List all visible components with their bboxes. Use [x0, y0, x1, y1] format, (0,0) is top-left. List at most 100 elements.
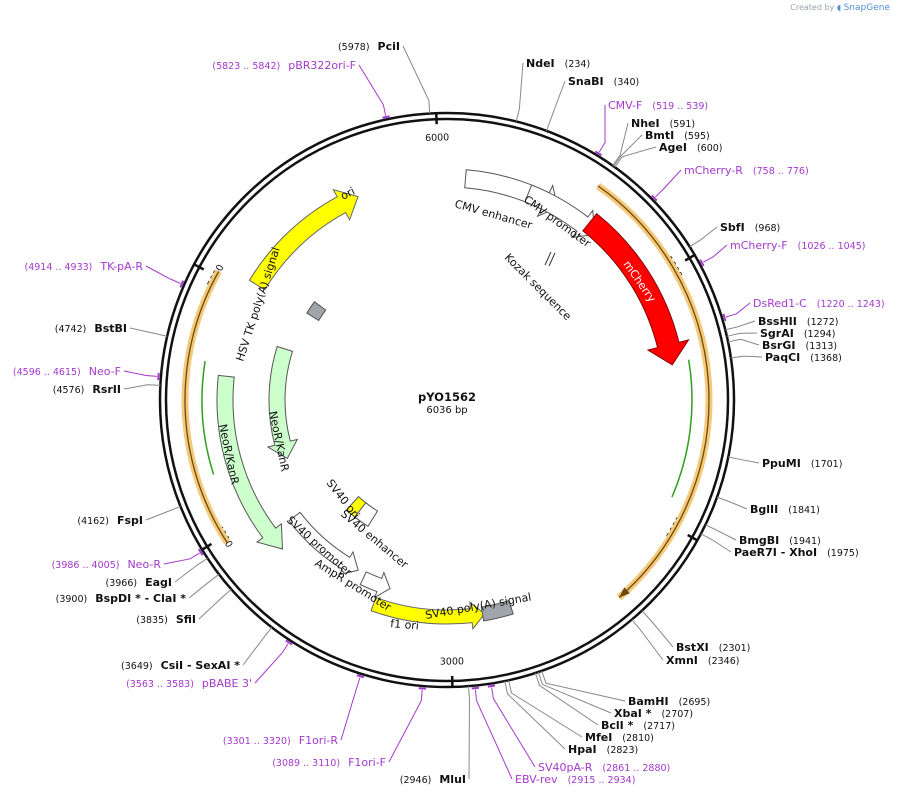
- primer-mcherry-r[interactable]: mCherry-R(758 .. 776): [684, 164, 809, 177]
- site-pcii[interactable]: PciI (5978): [338, 40, 400, 53]
- site-leader-csii: [243, 627, 272, 665]
- site-rsrii[interactable]: RsrII(4576): [53, 383, 121, 396]
- plasmid-center-label: pYO1562 6036 bp: [418, 390, 476, 416]
- primer-ebv-rev[interactable]: EBV-rev(2915 .. 2934): [515, 773, 635, 786]
- site-ppumi[interactable]: PpuMI(1701): [762, 457, 842, 470]
- site-snabi[interactable]: SnaBI(340): [568, 75, 639, 88]
- primer-leader-neo-r: [164, 553, 199, 564]
- site-bstxi[interactable]: BstXI (2301): [676, 641, 750, 654]
- primer-mark-sv40pa-r: [488, 685, 495, 686]
- site-pos-bmti: (595): [684, 131, 710, 142]
- site-leader-eagi: [175, 558, 208, 582]
- site-pos-sbfi: (968): [755, 223, 781, 234]
- site-name-pcii: PciI: [378, 40, 400, 53]
- primer-leader-f1ori-f: [389, 690, 422, 762]
- site-csii[interactable]: CsiI - SexAI * (3649): [121, 659, 240, 672]
- site-pos-bsrgi: (1313): [805, 341, 837, 352]
- site-paqci[interactable]: PaqCI(1368): [765, 351, 842, 364]
- site-name-csii: CsiI - SexAI *: [161, 659, 241, 672]
- primer-neo-f[interactable]: Neo-F(4596 .. 4615): [13, 365, 121, 378]
- site-sbfi[interactable]: SbfI(968): [720, 221, 780, 234]
- site-pos-csii: (3649): [121, 661, 153, 672]
- credit-brand: SnapGene: [844, 3, 890, 13]
- primer-name-f1ori-f: F1ori-F: [348, 756, 386, 769]
- site-leader-xmni: [632, 620, 663, 660]
- primer-f1ori-f[interactable]: F1ori-F(3089 .. 3110): [272, 756, 386, 769]
- snapgene-logo-icon: ◖: [837, 3, 841, 12]
- mcherry-frame-line[interactable]: [672, 360, 692, 497]
- primer-name-mcherry-r: mCherry-R: [684, 164, 743, 177]
- primer-leader-tk-pa-r: [146, 266, 180, 283]
- site-pos-hpai: (2823): [607, 745, 639, 756]
- mcherry-arrow[interactable]: [583, 214, 689, 365]
- site-bspdi[interactable]: BspDI * - ClaI *(3900): [56, 592, 187, 605]
- primer-pos-pbr322ori-f: (5823 .. 5842): [212, 61, 280, 72]
- primer-pbr322ori-f[interactable]: pBR322ori-F(5823 .. 5842): [212, 59, 356, 72]
- site-leader-bspdi: [189, 574, 219, 598]
- site-pos-paqci: (1368): [810, 353, 842, 364]
- site-ndei[interactable]: NdeI(234): [526, 57, 590, 70]
- primer-name-mcherry-f: mCherry-F: [730, 239, 788, 252]
- primer-name-pbabe3: pBABE 3': [202, 677, 252, 690]
- site-pos-sgrai: (1294): [804, 329, 836, 340]
- site-xmni[interactable]: XmnI(2346): [666, 654, 739, 667]
- site-pos-pcii: (5978): [338, 42, 370, 53]
- site-paer7i[interactable]: PaeR7I - XhoI(1975): [734, 546, 859, 559]
- site-leader-bsrgi: [728, 339, 759, 345]
- site-name-ppumi: PpuMI: [762, 457, 801, 470]
- site-pos-fspi: (4162): [77, 516, 109, 527]
- primer-pbabe3[interactable]: pBABE 3'(3563 .. 3583): [126, 677, 252, 690]
- primer-tk-pa-r[interactable]: TK-pA-R(4914 .. 4933): [25, 260, 144, 273]
- site-pos-mfei: (2810): [622, 733, 654, 744]
- primer-sv40pa-r[interactable]: SV40pA-R(2861 .. 2880): [538, 761, 670, 774]
- f1-ori-label: f1 ori: [390, 617, 420, 632]
- site-leader-bglii: [717, 497, 747, 509]
- tick-label-6000: 6000: [425, 132, 450, 144]
- primer-neo-r[interactable]: Neo-R(3986 .. 4005): [52, 558, 162, 571]
- hsv-tk-polya-box[interactable]: [307, 302, 326, 321]
- site-pos-bcli: (2717): [643, 721, 675, 732]
- site-mlui[interactable]: MluI(2946): [400, 773, 466, 786]
- site-agei[interactable]: AgeI(600): [659, 141, 723, 154]
- primer-leader-pbr322ori-f: [359, 65, 386, 116]
- primer-mcherry-f[interactable]: mCherry-F(1026 .. 1045): [730, 239, 865, 252]
- site-eagi[interactable]: EagI(3966): [106, 576, 173, 589]
- site-leader-paer7i: [701, 534, 731, 552]
- primer-cmv-f[interactable]: CMV-F(519 .. 539): [608, 99, 708, 112]
- primer-leader-ebv-rev: [475, 690, 512, 779]
- site-name-snabi: SnaBI: [568, 75, 604, 88]
- site-pos-bstbi: (4742): [55, 324, 87, 335]
- kozak-mark: [545, 252, 555, 266]
- site-sfii[interactable]: SfiI(3835): [136, 613, 196, 626]
- site-bglii[interactable]: BglII(1841): [750, 503, 820, 516]
- primer-name-dsred1-c: DsRed1-C: [753, 297, 807, 310]
- site-leader-pcii: [403, 46, 430, 114]
- primer-name-cmv-f: CMV-F: [608, 99, 642, 112]
- site-name-rsrii: RsrII: [92, 383, 121, 396]
- primer-f1ori-r[interactable]: F1ori-R(3301 .. 3320): [223, 734, 338, 747]
- site-bstbi[interactable]: BstBI(4742): [55, 322, 127, 335]
- site-leader-bmti: [614, 135, 642, 166]
- site-leader-ppumi: [728, 457, 759, 463]
- site-leader-bstxi: [642, 611, 673, 647]
- primer-name-tk-pa-r: TK-pA-R: [99, 260, 143, 273]
- primer-leader-dsred1-c: [726, 303, 750, 317]
- site-pos-bspdi: (3900): [56, 594, 88, 605]
- site-name-bstxi: BstXI: [676, 641, 709, 654]
- plasmid-name: pYO1562: [418, 390, 476, 404]
- site-pos-xmni: (2346): [708, 656, 740, 667]
- site-pos-bstxi: (2301): [719, 643, 751, 654]
- site-leader-paqci: [731, 356, 762, 358]
- primer-dsred1-c[interactable]: DsRed1-C(1220 .. 1243): [753, 297, 885, 310]
- site-hpai[interactable]: HpaI(2823): [568, 743, 638, 756]
- site-leader-hpai: [505, 681, 565, 749]
- neor-frame-line[interactable]: [202, 361, 214, 474]
- primer-name-neo-f: Neo-F: [89, 365, 121, 378]
- primer-leader-mcherry-f: [703, 245, 727, 262]
- site-pos-agei: (600): [697, 143, 723, 154]
- site-fspi[interactable]: FspI(4162): [77, 514, 143, 527]
- site-leader-rsrii: [124, 385, 160, 389]
- primer-mark-f1ori-f: [419, 688, 426, 689]
- primer-leader-cmv-f: [599, 105, 605, 152]
